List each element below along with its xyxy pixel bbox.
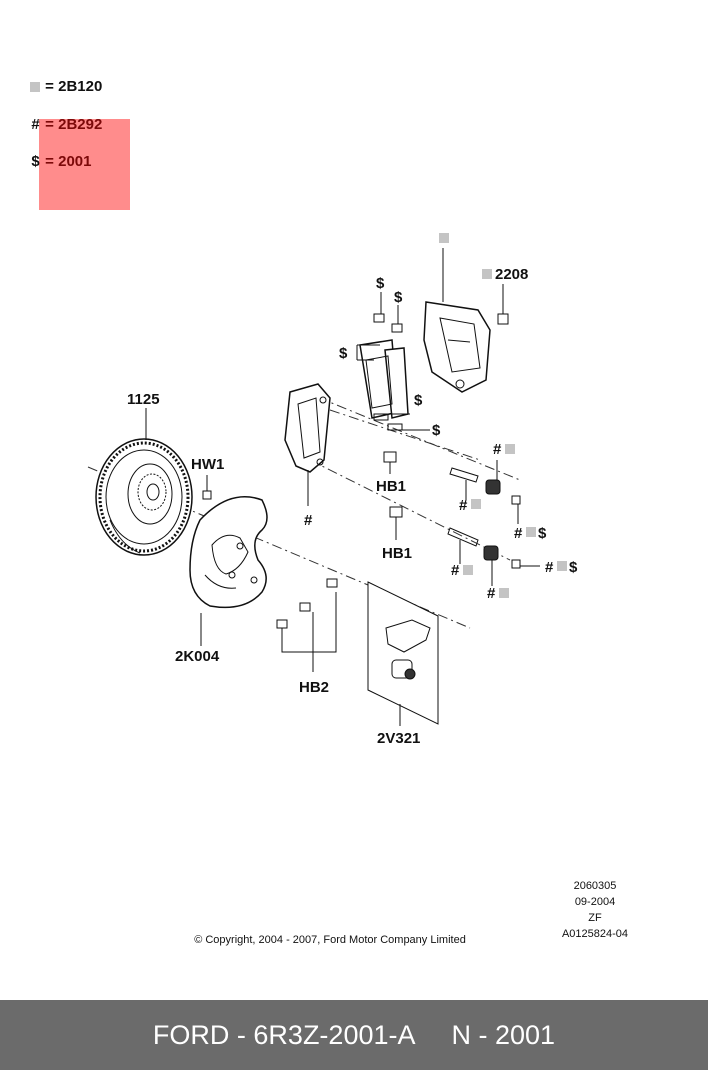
legend-row-2b292: # = 2B292: [30, 116, 102, 134]
hash-marker: #: [451, 562, 460, 579]
splash-shield: [189, 496, 268, 609]
legend-symbol: #: [31, 116, 40, 133]
bleeder-screw: [497, 313, 509, 325]
gray-square-icon: [30, 82, 40, 92]
legend-symbol: $: [31, 153, 40, 170]
legend-eq: =: [45, 153, 54, 170]
hash-marker: #: [304, 512, 313, 529]
label-2v321: 2V321: [377, 730, 420, 747]
guide-pin-upper: [449, 460, 521, 524]
hb1-bolt-upper: [383, 451, 397, 463]
dollar-marker: $: [414, 392, 423, 409]
dollar-marker: $: [394, 289, 403, 306]
highlight-box: [39, 119, 130, 210]
legend-row-2b120: = 2B120: [30, 78, 102, 96]
hb1-bolt-lower: [389, 506, 403, 518]
brake-rotor: [95, 438, 193, 556]
hash-marker: #: [493, 441, 502, 458]
label-hb1-lower: HB1: [382, 545, 412, 562]
label-hw1: HW1: [191, 456, 224, 473]
dollar-marker: $: [569, 559, 578, 576]
hash-marker: #: [545, 559, 554, 576]
hw1-bolt: [202, 490, 212, 500]
brake-exploded-diagram: 1125 HW1 2K004 HB1 HB1 HB2 2V321 2208 $ …: [87, 233, 578, 747]
dollar-marker: $: [339, 345, 348, 362]
hardware-kit-panel: [367, 581, 439, 726]
copyright-text: © Copyright, 2004 - 2007, Ford Motor Com…: [194, 934, 466, 946]
legend-row-2001: $ = 2001: [30, 153, 91, 171]
guide-pin-lower: [447, 527, 540, 586]
legend-code: 2B120: [58, 78, 103, 95]
footer-bar: FORD - 6R3Z-2001-A N - 2001: [0, 1000, 708, 1070]
label-1125: 1125: [127, 391, 160, 408]
hash-marker: #: [487, 585, 496, 602]
label-2k004: 2K004: [175, 648, 220, 665]
dollar-marker: $: [432, 422, 441, 439]
legend-eq: =: [45, 78, 54, 95]
reference-line-3: ZF: [588, 912, 602, 924]
label-2208: 2208: [495, 266, 528, 283]
legend-eq: =: [45, 116, 54, 133]
caliper-bracket: [284, 383, 331, 473]
hb2-bolts: [276, 578, 338, 672]
gray-square-markers: [439, 233, 567, 598]
dollar-marker: $: [538, 525, 547, 542]
reference-line-2: 09-2004: [574, 896, 616, 908]
dollar-marker: $: [376, 275, 385, 292]
footer-part-number: FORD - 6R3Z-2001-A N - 2001: [152, 1019, 556, 1050]
reference-line-1: 2060305: [573, 880, 617, 892]
reference-line-4: A0125824-04: [561, 928, 629, 940]
hash-marker: #: [459, 497, 468, 514]
legend-code: 2001: [58, 153, 92, 170]
label-hb1-upper: HB1: [376, 478, 406, 495]
label-hb2: HB2: [299, 679, 329, 696]
brake-pads: [359, 339, 409, 419]
hash-marker: #: [514, 525, 523, 542]
legend-code: 2B292: [58, 116, 103, 133]
brake-caliper: [423, 301, 491, 393]
